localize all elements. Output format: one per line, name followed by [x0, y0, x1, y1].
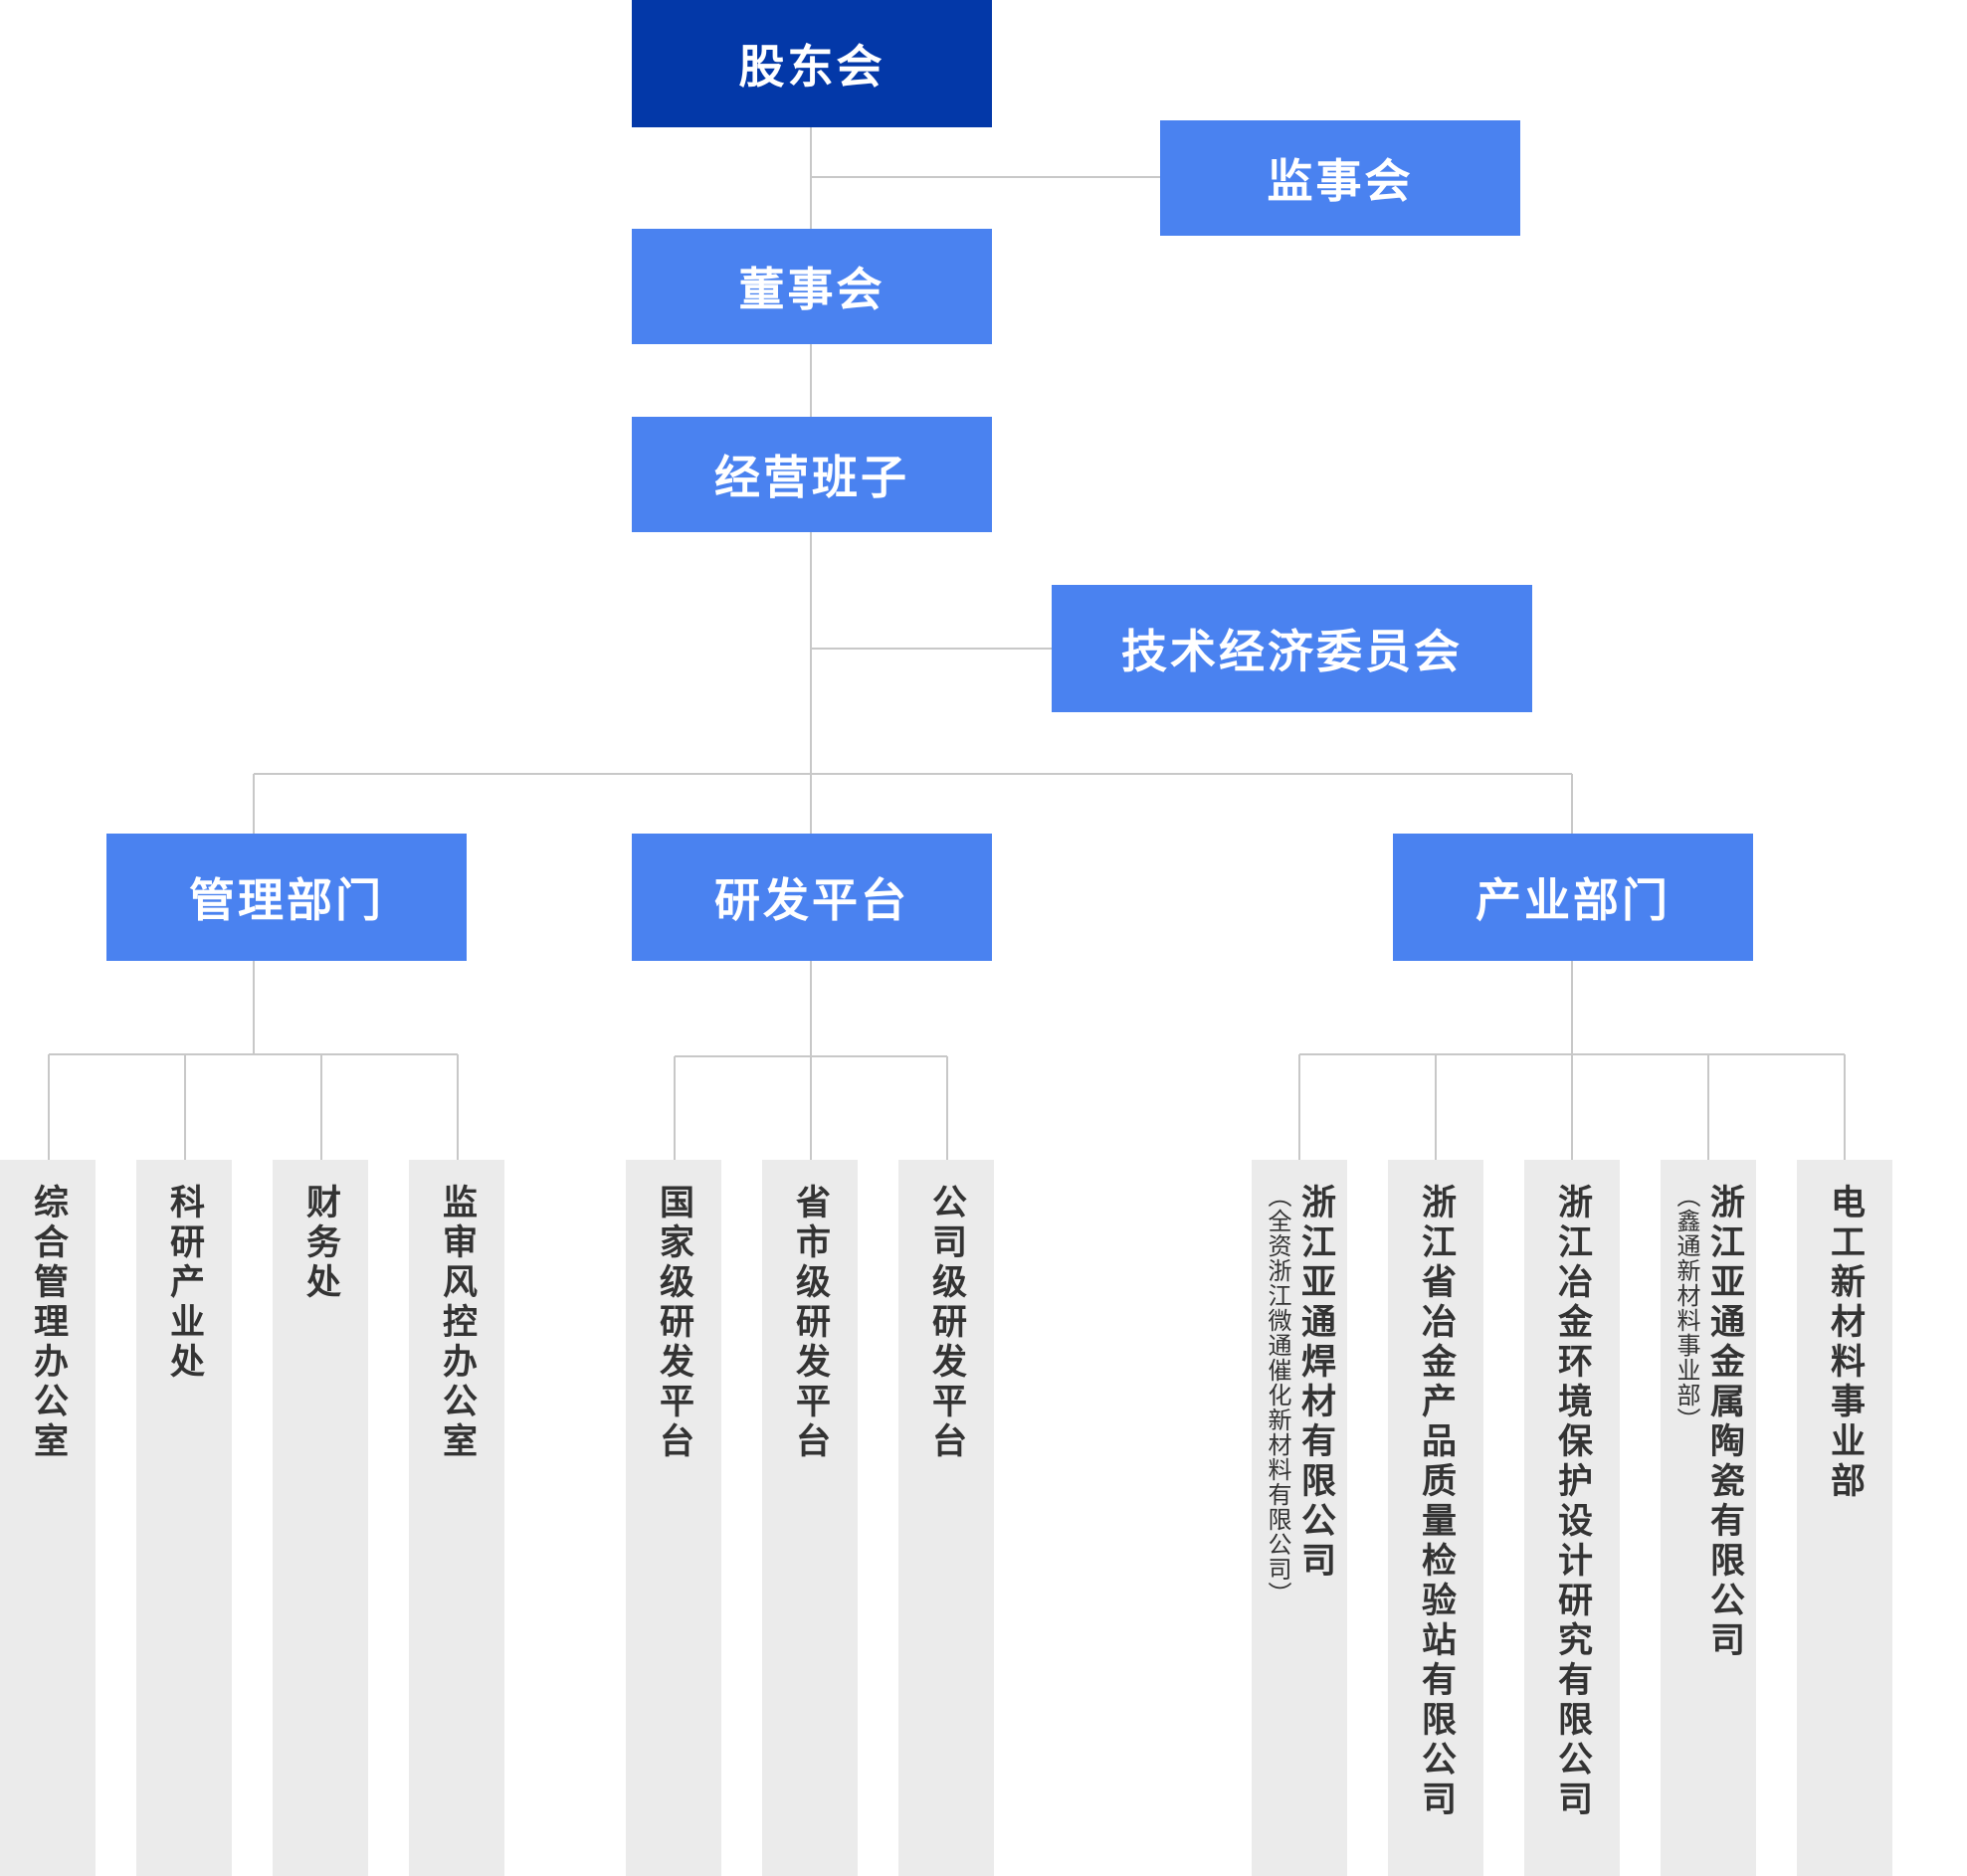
tech-econ-committee-box: 技术经济委员会 [1052, 585, 1532, 712]
rd-unit-column: 公司级研发平台 [898, 1160, 994, 1876]
industry-unit-column: 浙江省冶金产品质量检验站有限公司 [1388, 1160, 1483, 1876]
industry-unit-note: （全资浙江微通催化新材料有限公司） [1264, 1184, 1291, 1606]
board-of-directors-label: 董事会 [738, 263, 885, 316]
industry-unit-column: 浙江亚通焊材有限公司 （全资浙江微通催化新材料有限公司） [1252, 1160, 1347, 1876]
industry-unit-column: 浙江亚通金属陶瓷有限公司 （鑫通新材料事业部） [1661, 1160, 1756, 1876]
shareholders-box: 股东会 [632, 0, 992, 127]
rd-unit-label: 国家级研发平台 [654, 1184, 693, 1462]
industry-unit-label: 浙江亚通焊材有限公司 [1295, 1184, 1335, 1582]
management-unit-label: 监审风控办公室 [437, 1184, 477, 1462]
supervisory-board-label: 监事会 [1267, 154, 1414, 208]
management-unit-label: 综合管理办公室 [28, 1184, 68, 1462]
rd-unit-label: 省市级研发平台 [790, 1184, 830, 1462]
rd-unit-column: 省市级研发平台 [762, 1160, 858, 1876]
management-unit-label: 科研产业处 [164, 1184, 204, 1383]
rd-unit-label: 公司级研发平台 [926, 1184, 966, 1462]
management-unit-column: 财务处 [273, 1160, 368, 1876]
management-unit-label: 财务处 [300, 1184, 340, 1303]
industry-unit-label: 浙江冶金环境保护设计研究有限公司 [1552, 1184, 1592, 1820]
management-dept-label: 管理部门 [189, 873, 384, 927]
management-team-label: 经营班子 [714, 451, 909, 504]
industry-unit-column: 电工新材料事业部 [1797, 1160, 1892, 1876]
management-unit-column: 科研产业处 [136, 1160, 232, 1876]
industry-unit-label: 浙江亚通金属陶瓷有限公司 [1704, 1184, 1744, 1661]
board-of-directors-box: 董事会 [632, 229, 992, 344]
industry-dept-box: 产业部门 [1393, 834, 1753, 961]
management-unit-column: 综合管理办公室 [0, 1160, 96, 1876]
management-team-box: 经营班子 [632, 417, 992, 532]
industry-unit-note: （鑫通新材料事业部） [1672, 1184, 1700, 1432]
shareholders-label: 股东会 [738, 40, 885, 94]
rd-platform-box: 研发平台 [632, 834, 992, 961]
rd-platform-label: 研发平台 [714, 873, 909, 927]
industry-unit-label: 电工新材料事业部 [1825, 1184, 1865, 1502]
industry-dept-label: 产业部门 [1475, 873, 1671, 927]
industry-unit-column: 浙江冶金环境保护设计研究有限公司 [1524, 1160, 1620, 1876]
industry-unit-label: 浙江省冶金产品质量检验站有限公司 [1416, 1184, 1456, 1820]
management-dept-box: 管理部门 [106, 834, 467, 961]
supervisory-board-box: 监事会 [1160, 120, 1520, 236]
tech-econ-committee-label: 技术经济委员会 [1121, 625, 1463, 678]
management-unit-column: 监审风控办公室 [409, 1160, 504, 1876]
rd-unit-column: 国家级研发平台 [626, 1160, 721, 1876]
